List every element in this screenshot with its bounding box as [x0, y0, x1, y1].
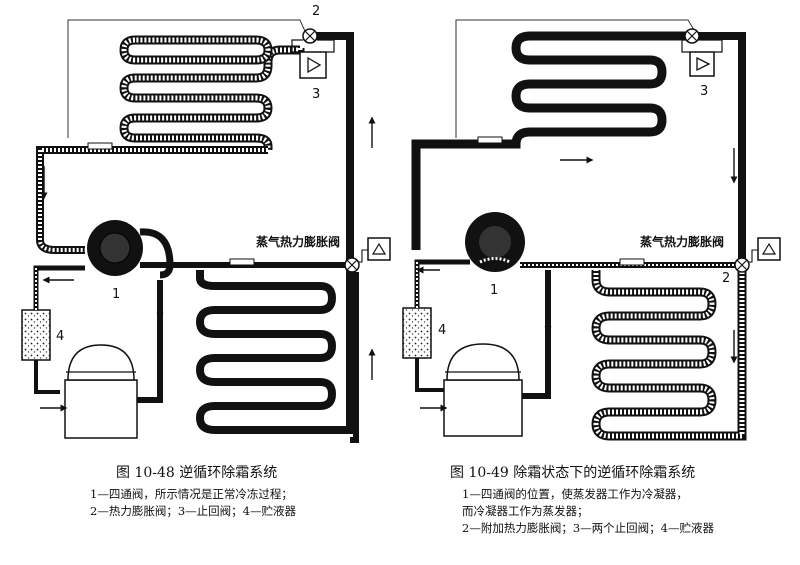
right-discharge-line — [696, 32, 746, 262]
left-caption-line-1: 1—四通阀，所示情况是正常冷冻过程； — [90, 487, 293, 501]
right-valve-bulb — [757, 237, 781, 261]
left-caption-line-2: 2—热力膨胀阀；3—止回阀；4—贮液器 — [90, 504, 296, 518]
left-compressor-body — [64, 379, 138, 439]
right-valve-label: 蒸气热力膨胀阀 — [640, 234, 724, 249]
right-label-1: 1 — [490, 283, 498, 298]
left-label-1: 1 — [112, 287, 120, 302]
left-label-3: 3 — [312, 87, 320, 102]
right-caption-line-3: 2—附加热力膨胀阀；3—两个止回阀；4—贮液器 — [462, 521, 714, 535]
right-sensing-line — [455, 19, 695, 138]
left-fitting — [87, 142, 113, 150]
left-label-4: 4 — [56, 329, 64, 344]
right-upper-coil — [411, 31, 690, 250]
right-caption-line-2: 而冷凝器工作为蒸发器； — [462, 504, 589, 518]
left-discharge-line — [310, 32, 354, 262]
left-upper-coil — [119, 45, 305, 150]
left-mid-fitting — [229, 258, 255, 266]
left-sensing-line — [67, 19, 309, 138]
right-mid-fitting — [619, 258, 645, 266]
left-upper-coil-top — [119, 35, 273, 65]
left-valve-bulb — [367, 237, 391, 261]
left-valve-label: 蒸气热力膨胀阀 — [256, 234, 340, 249]
right-receiver — [402, 307, 432, 359]
right-fitting — [477, 136, 503, 144]
right-caption-line-1: 1—四通阀的位置，使蒸发器工作为冷凝器， — [462, 487, 688, 501]
left-lower-coil — [195, 262, 354, 434]
left-caption-title: 图 10-48 逆循环除霜系统 — [116, 465, 278, 481]
right-label-3: 3 — [700, 84, 708, 99]
right-label-4: 4 — [438, 323, 446, 338]
left-diagram: 2 3 1 4 蒸气热力膨胀阀 — [21, 4, 391, 443]
right-diagram: 3 1 4 2 蒸气热力膨胀阀 — [402, 19, 781, 441]
right-caption-title: 图 10-49 除霜状态下的逆循环除霜系统 — [450, 465, 696, 481]
left-check-valve — [299, 51, 327, 79]
left-receiver — [21, 309, 51, 361]
right-label-2: 2 — [722, 271, 730, 286]
right-compressor-body — [443, 379, 523, 437]
left-label-2: 2 — [312, 4, 320, 19]
